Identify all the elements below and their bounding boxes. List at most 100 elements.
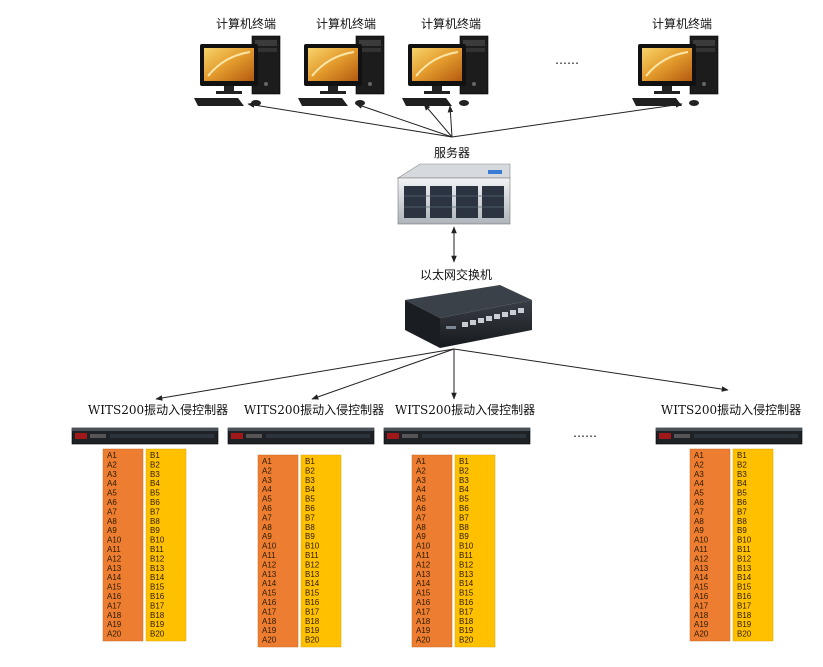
zone-b-cell: B8 (305, 523, 315, 532)
zone-a-cell: A2 (416, 466, 426, 475)
controller-rack-icon (383, 427, 531, 445)
zone-b-cell: B18 (459, 617, 474, 626)
zone-a-cell: A11 (107, 545, 121, 554)
controller-2: WITS200振动入侵控制器A1A2A3A4A5A6A7A8A9A10A11A1… (227, 402, 384, 648)
zone-b-cell: B3 (305, 476, 315, 485)
zone-a-cell: A9 (107, 526, 117, 535)
zone-b-cell: B16 (737, 592, 752, 601)
zone-a-cell: A19 (694, 620, 709, 629)
zone-b-cell: B11 (305, 551, 319, 560)
zone-b-cell: B18 (150, 611, 165, 620)
computer-icon (297, 35, 385, 107)
zone-b-cell: B6 (305, 504, 315, 513)
zone-a-cell: A14 (107, 573, 122, 582)
zone-a-cell: A16 (416, 598, 431, 607)
zone-b-cell: B7 (737, 507, 747, 516)
controller-row: WITS200振动入侵控制器A1A2A3A4A5A6A7A8A9A10A11A1… (71, 402, 803, 648)
zone-b-cell: B2 (150, 460, 160, 469)
zone-b-cell: B15 (150, 583, 165, 592)
zone-a-cell: A4 (107, 479, 117, 488)
zone-a-cell: A19 (416, 626, 431, 635)
ethernet-switch: 以太网交换机 (405, 267, 532, 348)
arrow-switch-controller-1 (155, 348, 455, 401)
zone-a-cell: A8 (262, 523, 272, 532)
zone-a-cell: A17 (262, 607, 277, 616)
zone-a-cell: A3 (107, 470, 117, 479)
zone-a-cell: A9 (694, 526, 704, 535)
zone-b-cell: B14 (150, 573, 165, 582)
zone-a-cell: A10 (107, 536, 122, 545)
zone-b-cell: B10 (305, 542, 320, 551)
controller-label: WITS200振动入侵控制器 (395, 402, 535, 417)
zone-b-cell: B6 (459, 504, 469, 513)
zone-a-cell: A13 (262, 570, 277, 579)
zone-a-cell: A6 (416, 504, 426, 513)
zone-b-cell: B5 (305, 495, 315, 504)
zone-b-cell: B4 (459, 485, 469, 494)
terminal-row: 计算机终端 计算机终端 计算机终端 …… 计算机终端 (193, 16, 719, 107)
controller-rack-icon (655, 427, 803, 445)
controller-rack-icon (227, 427, 375, 445)
computer-icon (193, 35, 281, 107)
zone-b-cell: B7 (150, 507, 160, 516)
zone-a-cell: A7 (262, 513, 272, 522)
zone-b-cell: B13 (305, 570, 320, 579)
arrow-switch-controller-2 (311, 348, 455, 400)
zone-a-cell: A18 (262, 617, 277, 626)
zone-b-cell: B11 (459, 551, 473, 560)
switch-label: 以太网交换机 (420, 267, 492, 282)
terminal-ellipsis: …… (555, 53, 579, 67)
zone-a-cell: A15 (107, 583, 122, 592)
terminal-2: 计算机终端 (297, 16, 385, 107)
zone-a-cell: A10 (262, 542, 277, 551)
zone-b-cell: B19 (150, 620, 165, 629)
zone-b-cell: B15 (459, 589, 474, 598)
zone-b-cell: B13 (150, 564, 165, 573)
zone-a-cell: A12 (107, 554, 122, 563)
zone-a-column (689, 448, 731, 642)
zone-b-cell: B4 (150, 479, 160, 488)
zone-b-cell: B8 (737, 517, 747, 526)
zone-b-cell: B1 (305, 457, 315, 466)
zone-a-column (411, 454, 453, 648)
zone-b-cell: B18 (305, 617, 320, 626)
zone-b-cell: B16 (459, 598, 474, 607)
zone-a-cell: A12 (694, 554, 709, 563)
zone-b-cell: B14 (459, 579, 474, 588)
zone-a-cell: A8 (416, 523, 426, 532)
zone-b-cell: B19 (737, 620, 752, 629)
zone-a-cell: A1 (416, 457, 426, 466)
controller-ellipsis: …… (573, 426, 597, 440)
zone-a-cell: A7 (416, 513, 426, 522)
zone-b-cell: B12 (737, 554, 752, 563)
terminal-4: 计算机终端 (631, 16, 719, 107)
arrow-switch-controller-4 (453, 348, 729, 392)
controller-4: WITS200振动入侵控制器A1A2A3A4A5A6A7A8A9A10A11A1… (655, 402, 803, 642)
zone-b-cell: B12 (459, 560, 474, 569)
zone-a-cell: A16 (262, 598, 277, 607)
zone-b-cell: B11 (737, 545, 751, 554)
server-label: 服务器 (434, 145, 470, 160)
zone-a-cell: A9 (262, 532, 272, 541)
zone-b-cell: B10 (150, 536, 165, 545)
zone-a-cell: A14 (694, 573, 709, 582)
zone-b-cell: B6 (737, 498, 747, 507)
zone-a-cell: A2 (694, 460, 704, 469)
zone-b-cell: B8 (150, 517, 160, 526)
zone-a-cell: A18 (694, 611, 709, 620)
zone-a-cell: A17 (107, 601, 122, 610)
zone-a-cell: A20 (416, 636, 431, 645)
zone-a-cell: A12 (416, 560, 431, 569)
zone-b-cell: B7 (459, 513, 469, 522)
zone-b-cell: B14 (737, 573, 752, 582)
zone-b-cell: B11 (150, 545, 164, 554)
zone-a-cell: A3 (416, 476, 426, 485)
zone-a-cell: A18 (416, 617, 431, 626)
zone-a-cell: A2 (107, 460, 117, 469)
zone-a-cell: A6 (107, 498, 117, 507)
zone-a-cell: A13 (416, 570, 431, 579)
zone-b-column (732, 448, 774, 642)
zone-b-cell: B10 (459, 542, 474, 551)
zone-a-cell: A9 (416, 532, 426, 541)
